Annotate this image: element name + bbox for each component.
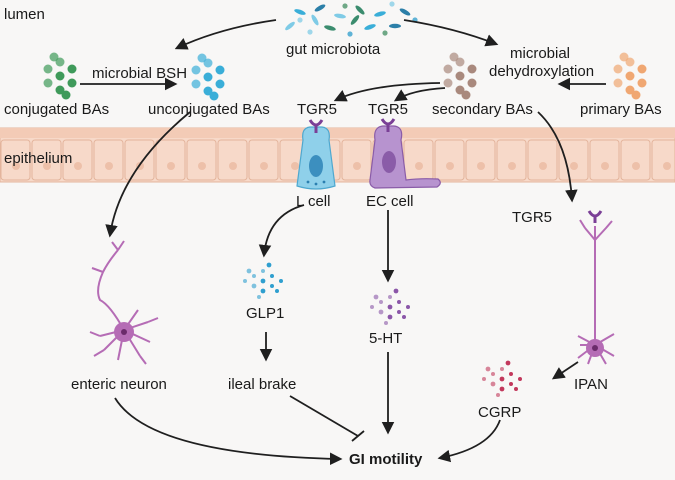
secondary-bas-label: secondary BAs <box>432 101 533 118</box>
ec-cell-shape <box>369 125 441 189</box>
cgrp-label: CGRP <box>478 404 522 421</box>
lumen-label: lumen <box>4 6 45 23</box>
l-cell-label: L cell <box>296 193 331 210</box>
epithelium-layer <box>0 127 675 183</box>
arrow-cgrp-to-gi-motility <box>437 419 501 463</box>
ec-cell-label: EC cell <box>366 193 414 210</box>
conjugated-bas-label: conjugated BAs <box>4 101 110 118</box>
dehydroxylation-label-line1: microbial <box>510 45 571 62</box>
tgr5-ipan-label: TGR5 <box>512 209 553 226</box>
tgr5-receptor-ec-cell <box>380 118 396 132</box>
arrow-secondary-to-ec-cell-tgr5 <box>393 87 446 102</box>
cgrp-dots <box>482 360 522 397</box>
arrow-secondary-to-l-cell-tgr5 <box>333 82 441 102</box>
pathway-arrows <box>80 19 606 466</box>
arrow-unconjugated-to-enteric-neuron <box>105 111 191 238</box>
tgr5-receptor-ipan <box>587 210 603 223</box>
ipan-label: IPAN <box>574 376 608 393</box>
conjugated-ba-dots <box>43 52 77 100</box>
arrow-ipan-to-cgrp <box>551 361 579 380</box>
tgr5-ec-cell-label: TGR5 <box>368 101 409 118</box>
primary-ba-dots <box>613 52 647 100</box>
microbial-bsh-label: microbial BSH <box>92 65 188 82</box>
inhibition-ileal-brake-to-gi-motility <box>289 395 359 437</box>
inhibition-bar <box>351 430 365 442</box>
gut-microbiota-illustration <box>285 1 418 37</box>
tgr5-receptor-l-cell <box>308 119 324 133</box>
ileal-brake-label: ileal brake <box>228 376 297 393</box>
enteric-neuron-label: enteric neuron <box>71 376 167 393</box>
arrow-enteric-neuron-to-gi-motility <box>114 397 343 466</box>
arrow-microbiota-to-dehydroxylation <box>403 19 499 47</box>
dehydroxylation-label-line2: dehydroxylation <box>489 63 595 80</box>
secondary-ba-dots <box>443 52 477 100</box>
unconjugated-bas-label: unconjugated BAs <box>148 101 270 118</box>
unconjugated-ba-dots <box>191 53 225 101</box>
glp1-label: GLP1 <box>246 305 285 322</box>
arrow-secondary-to-ipan <box>537 111 578 203</box>
gut-microbiota-label: gut microbiota <box>286 41 381 58</box>
ipan-neuron-illustration <box>577 219 615 365</box>
arrow-l-cell-to-glp1 <box>258 204 305 258</box>
epithelium-label: epithelium <box>4 150 73 167</box>
l-cell-shape <box>296 126 336 190</box>
arrow-microbiota-to-bsh <box>174 19 277 50</box>
5ht-label: 5-HT <box>369 330 403 347</box>
gi-motility-label: GI motility <box>349 451 423 468</box>
enteric-neuron-illustration <box>89 240 159 365</box>
glp1-dots <box>243 262 283 299</box>
primary-bas-label: primary BAs <box>580 101 662 118</box>
tgr5-l-cell-label: TGR5 <box>297 101 338 118</box>
serotonin-dots <box>370 288 410 325</box>
